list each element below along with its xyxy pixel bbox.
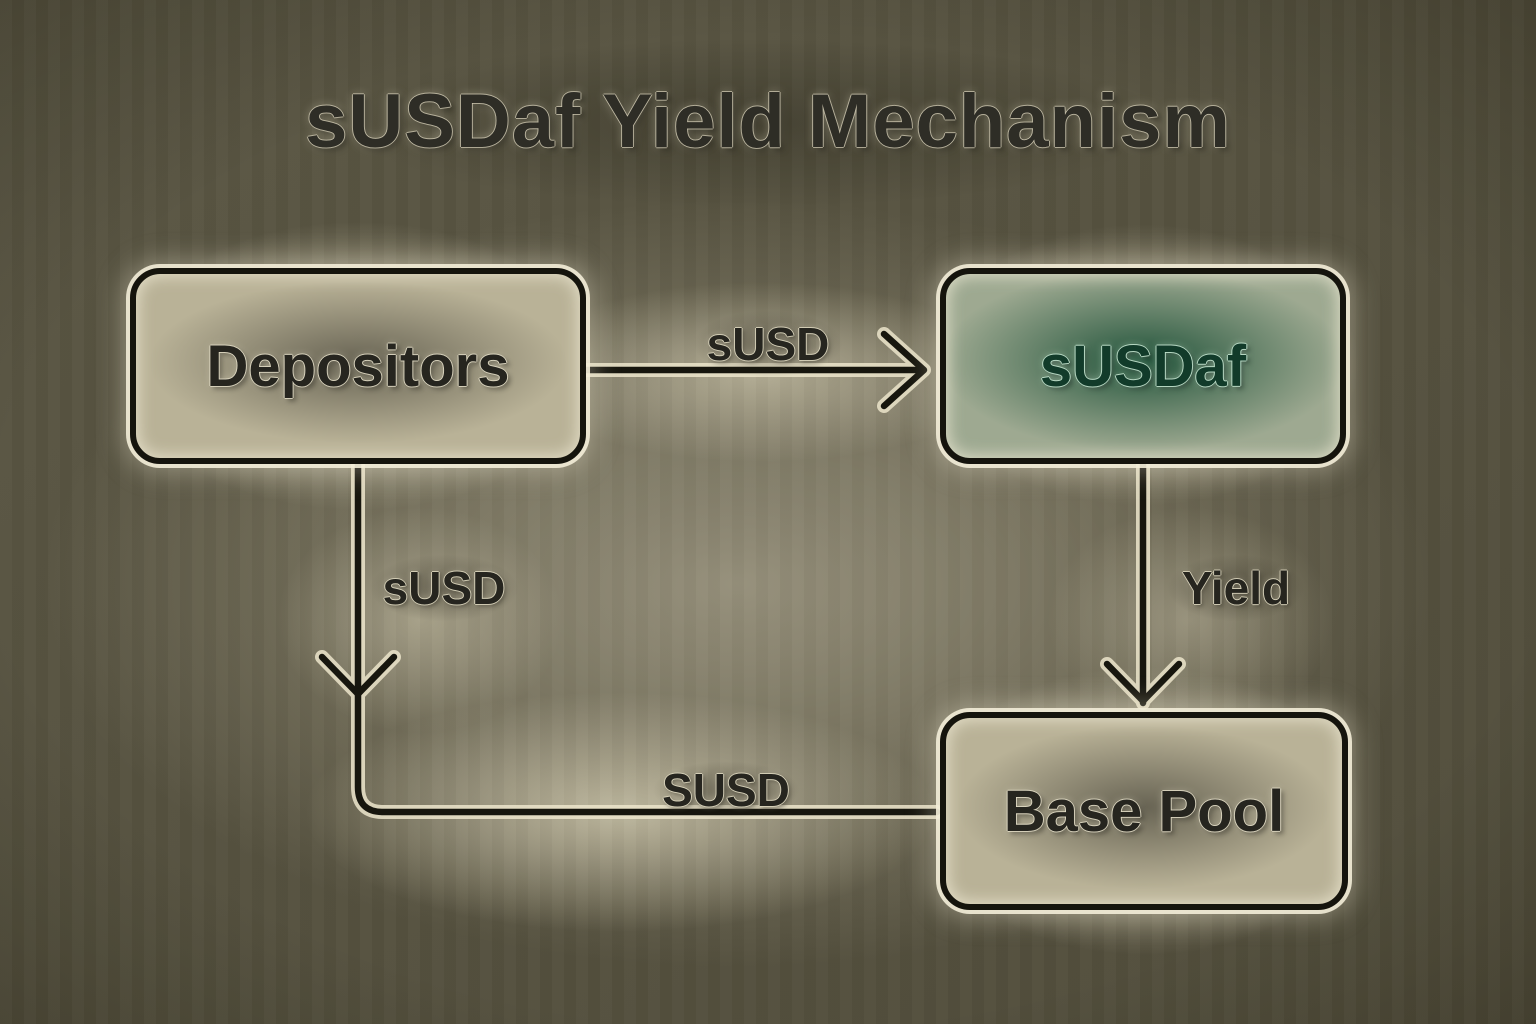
edge-label-susd-left: sUSD bbox=[348, 545, 540, 631]
page-title: sUSDaf Yield Mechanism bbox=[305, 79, 1231, 164]
arrowhead-right-icon bbox=[880, 330, 928, 410]
node-susdaf: sUSDaf bbox=[940, 268, 1346, 464]
title-bar: sUSDaf Yield Mechanism bbox=[0, 78, 1536, 165]
edge-label-susd-top: sUSD bbox=[672, 301, 864, 387]
arrowhead-down-right-icon bbox=[1103, 660, 1183, 705]
node-depositors: Depositors bbox=[130, 268, 586, 464]
edge-label-susd-bottom: SUSD bbox=[632, 753, 820, 827]
connector-ink bbox=[318, 330, 1183, 816]
arrow-depositors-to-basepool bbox=[354, 460, 941, 816]
node-base-pool-label: Base Pool bbox=[1003, 778, 1285, 844]
node-susdaf-label: sUSDaf bbox=[1039, 333, 1247, 399]
node-base-pool: Base Pool bbox=[940, 712, 1348, 910]
node-depositors-label: Depositors bbox=[206, 333, 510, 399]
arrowhead-down-left-icon bbox=[318, 653, 398, 698]
edge-label-yield: Yield bbox=[1147, 545, 1325, 631]
